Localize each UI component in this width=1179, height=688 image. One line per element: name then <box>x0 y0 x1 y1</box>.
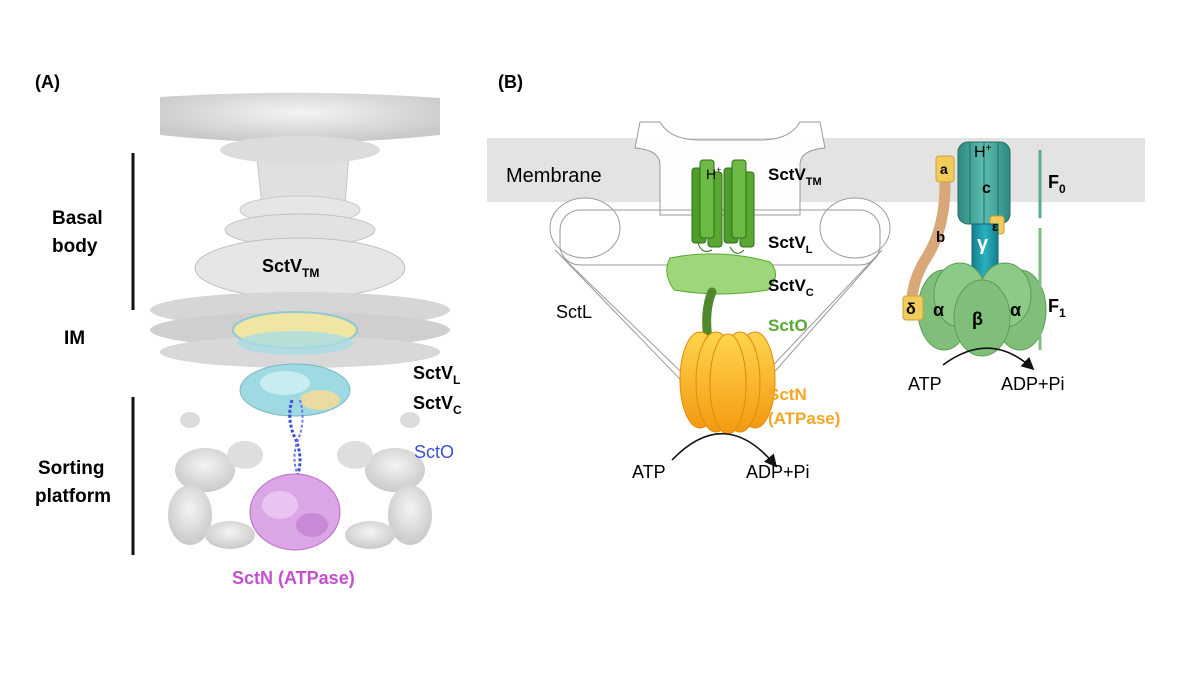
subunit-b-label: b <box>936 229 945 246</box>
panel-a-sctv-c-label: SctVC <box>413 393 462 417</box>
sctn-atpase-hexamer <box>679 331 776 435</box>
sctv-c-domain <box>666 253 776 295</box>
panel-a-sctv-tm-label: SctVTM <box>262 256 319 280</box>
basal-body-label-line2: body <box>52 236 98 257</box>
subunit-a-label: a <box>940 161 948 177</box>
atp-left-label: ATP <box>632 462 666 482</box>
panel-a-sctn-label: SctN (ATPase) <box>232 568 355 588</box>
f0-label: F0 <box>1048 172 1066 196</box>
subunit-alpha2-label: α <box>1010 300 1021 320</box>
sorting-platform-label-line1: Sorting <box>38 458 105 479</box>
atp-right-label: ATP <box>908 374 942 394</box>
basal-body-label-line1: Basal <box>52 208 103 229</box>
panel-b-sctn-label-line2: (ATPase) <box>768 409 840 428</box>
sorting-platform-label-line2: platform <box>35 486 111 507</box>
subunit-c-label: c <box>982 180 991 197</box>
subunit-beta-label: β <box>972 309 983 329</box>
panel-a-label: (A) <box>35 72 60 92</box>
panel-a-sctv-l-label: SctVL <box>413 363 460 387</box>
adp-right-label: ADP+Pi <box>1001 374 1065 394</box>
atp-hydrolysis-arrow-left <box>671 432 778 468</box>
subunit-gamma-label: γ <box>977 233 989 255</box>
adp-left-label: ADP+Pi <box>746 462 810 482</box>
h-plus-left-label: H+ <box>706 165 721 182</box>
panel-b-scto-label: SctO <box>768 316 808 335</box>
panel-b-sctv-c-label: SctVC <box>768 276 814 299</box>
sctl-label: SctL <box>556 302 592 322</box>
atp-synthase <box>902 141 1047 357</box>
sctv-tm-helix-bundle <box>691 159 755 254</box>
panel-b-sctn-label-line1: SctN <box>768 385 807 404</box>
subunit-alpha1-label: α <box>933 300 944 320</box>
f1-label: F1 <box>1048 296 1066 320</box>
subunit-delta-label: δ <box>906 301 916 318</box>
panel-b-label: (B) <box>498 72 523 92</box>
atp-synthesis-arrow-right <box>942 347 1035 371</box>
subunit-epsilon-label: ε <box>992 219 998 234</box>
h-plus-right-label: H+ <box>974 143 992 161</box>
cryo-em-density-map <box>150 92 450 551</box>
panel-b-sctv-tm-label: SctVTM <box>768 165 822 188</box>
panel-a-scto-label: SctO <box>414 442 454 462</box>
panel-b-sctv-l-label: SctVL <box>768 233 813 256</box>
im-label: IM <box>64 328 85 349</box>
membrane-label: Membrane <box>506 165 602 187</box>
